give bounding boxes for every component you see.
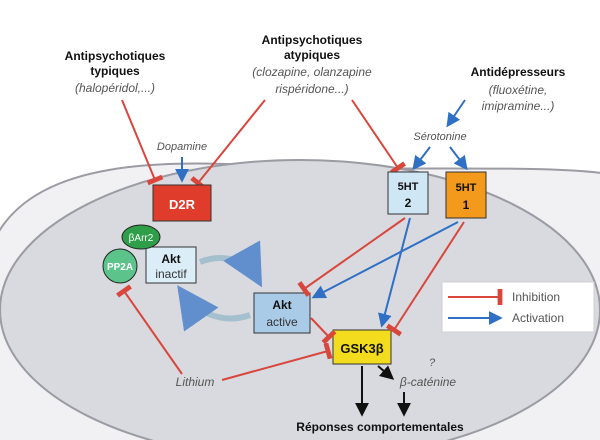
svg-text:5HT: 5HT <box>398 181 419 193</box>
activation-5ht2-gsk3b <box>378 217 411 328</box>
svg-text:Akt: Akt <box>272 298 291 312</box>
typical-antipsychotics-label: Antipsychotiques typiques (halopéridol,.… <box>65 49 166 95</box>
svg-text:Antipsychotiques: Antipsychotiques <box>65 49 166 63</box>
5ht2-receptor: 5HT 2 <box>387 171 429 215</box>
5ht1-receptor: 5HT 1 <box>445 171 487 219</box>
svg-text:Antidépresseurs: Antidépresseurs <box>471 65 566 79</box>
inhibition-5ht1-gsk3b <box>385 221 465 337</box>
gsk3b-node: GSK3β <box>332 329 392 365</box>
atypical-antipsychotics-label: Antipsychotiques atypiques (clozapine, o… <box>252 33 372 96</box>
gsk3b-to-beta-catenin <box>377 365 395 380</box>
inhibition-atypical-5ht2 <box>351 99 406 175</box>
inhibition-lithium-pp2a <box>116 284 183 375</box>
svg-text:imipramine...): imipramine...) <box>482 99 555 113</box>
activation-serotonin-5ht1 <box>449 146 468 171</box>
inhibition-5ht2-akt <box>297 217 406 297</box>
svg-text:active: active <box>266 315 298 329</box>
inhibition-typical-d2r <box>121 99 164 186</box>
svg-text:PP2A: PP2A <box>107 262 133 273</box>
svg-text:Antipsychotiques: Antipsychotiques <box>262 33 363 47</box>
legend-activation-label: Activation <box>512 311 564 325</box>
inhibition-lithium-gsk3b <box>221 342 333 381</box>
dopamine-label: Dopamine <box>157 141 207 153</box>
svg-text:(halopéridol,...): (halopéridol,...) <box>75 81 155 95</box>
question-mark: ? <box>429 357 436 369</box>
lithium-label: Lithium <box>176 375 215 389</box>
inhibition-atypical-d2r <box>190 99 266 190</box>
svg-text:5HT: 5HT <box>456 182 477 194</box>
inhibition-akt-gsk3b <box>310 317 337 345</box>
svg-text:D2R: D2R <box>169 197 196 212</box>
svg-text:(clozapine, olanzapine: (clozapine, olanzapine <box>252 65 372 79</box>
akt-active: Akt active <box>253 292 311 334</box>
legend: Inhibition Activation <box>441 281 595 333</box>
svg-text:2: 2 <box>405 196 412 210</box>
activation-5ht1-akt <box>311 221 459 299</box>
beta-catenin-label: β-caténine <box>399 375 457 389</box>
pp2a-node <box>102 248 138 284</box>
svg-text:GSK3β: GSK3β <box>340 341 383 356</box>
svg-text:atypiques: atypiques <box>284 48 340 62</box>
akt-inactivation-cycle-arrow <box>177 285 252 332</box>
svg-text:(fluoxétine,: (fluoxétine, <box>489 83 548 97</box>
akt-activation-cycle-arrow <box>198 240 263 288</box>
svg-text:inactif: inactif <box>155 267 187 281</box>
svg-text:typiques: typiques <box>90 64 140 78</box>
serotonin-label: Sérotonine <box>413 131 466 143</box>
svg-text:1: 1 <box>463 198 470 212</box>
activation-antidepressant-serotonin <box>446 99 466 128</box>
svg-text:Akt: Akt <box>161 252 180 266</box>
svg-text:rispéridone...): rispéridone...) <box>275 82 348 96</box>
akt-inactive-complex: Akt inactif βArr2 PP2A <box>102 224 197 284</box>
antidepressants-label: Antidépresseurs (fluoxétine, imipramine.… <box>471 65 566 113</box>
activation-serotonin-5ht2 <box>412 146 431 171</box>
svg-text:βArr2: βArr2 <box>129 233 154 244</box>
d2r-receptor: D2R <box>152 184 212 222</box>
behavioral-responses-label: Réponses comportementales <box>296 420 464 434</box>
legend-inhibition-label: Inhibition <box>512 290 560 304</box>
akt-inactive-box <box>145 246 197 284</box>
barr2-node <box>121 224 161 250</box>
